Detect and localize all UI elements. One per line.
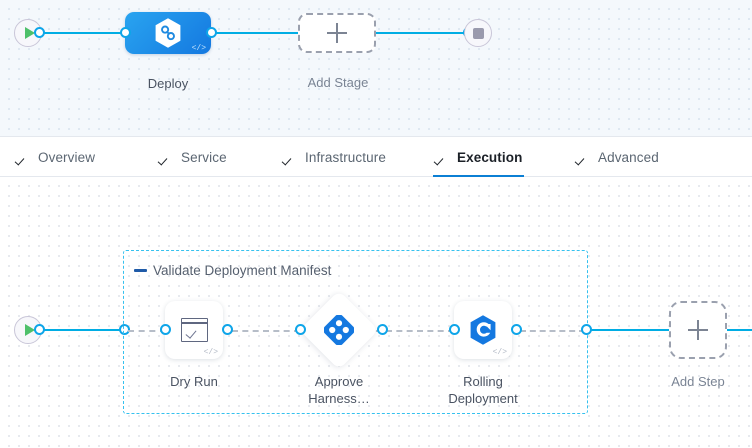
connector-addstage-to-end	[376, 32, 468, 34]
step-label-line-1: Rolling	[463, 374, 503, 389]
connector-dot	[120, 27, 131, 38]
tab-infrastructure[interactable]: Infrastructure	[281, 137, 388, 177]
connector-deploy-to-addstage	[212, 32, 300, 34]
step-label-line-2: Harness…	[308, 391, 370, 406]
step-node-approve-harness[interactable]	[299, 290, 379, 370]
connector-dashed	[170, 330, 300, 332]
connector-dot	[160, 324, 171, 335]
step-node-dry-run[interactable]: </>	[165, 301, 223, 359]
tab-label: Service	[181, 149, 227, 165]
connector-start-to-group	[34, 329, 130, 331]
code-badge-icon: </>	[191, 44, 206, 53]
stage-label-deploy: Deploy	[147, 76, 189, 91]
check-icon	[16, 151, 29, 164]
plus-icon	[688, 320, 708, 340]
approval-diamond-icon	[324, 315, 354, 345]
tab-label: Execution	[457, 149, 523, 165]
connector-dashed	[520, 330, 585, 332]
stage-tabs: Overview Service Infrastructure Executio…	[0, 136, 752, 178]
tab-label: Advanced	[598, 149, 659, 165]
step-label-rolling-deployment: Rolling Deployment	[413, 373, 553, 407]
execution-steps-canvas[interactable]: Validate Deployment Manifest </> Dry Run	[0, 177, 752, 448]
add-step-label: Add Step	[671, 374, 725, 389]
step-label-dry-run: Dry Run	[170, 374, 218, 389]
connector-dot	[222, 324, 233, 335]
check-icon	[435, 151, 448, 164]
add-step-button[interactable]	[669, 301, 727, 359]
connector-dot	[206, 27, 217, 38]
check-icon	[283, 151, 296, 164]
step-label-line-2: Deployment	[448, 391, 518, 406]
tab-execution[interactable]: Execution	[433, 137, 525, 178]
tab-overview[interactable]: Overview	[14, 137, 97, 177]
tab-service[interactable]: Service	[157, 137, 229, 177]
connector-dot	[295, 324, 306, 335]
step-group-header[interactable]: Validate Deployment Manifest	[134, 263, 331, 278]
connector-dot	[377, 324, 388, 335]
connector-dot	[511, 324, 522, 335]
step-node-rolling-deployment[interactable]: </>	[454, 301, 512, 359]
dry-run-check-icon	[180, 318, 208, 342]
connector-dot	[34, 27, 45, 38]
code-badge-icon: </>	[203, 348, 218, 357]
play-icon	[24, 324, 35, 336]
end-node[interactable]	[464, 19, 492, 47]
tab-label: Overview	[38, 149, 96, 165]
check-icon	[576, 151, 589, 164]
harness-hexagon-icon	[153, 17, 183, 49]
stage-node-deploy[interactable]: </>	[125, 12, 211, 54]
connector-dot	[581, 324, 592, 335]
add-stage-label: Add Stage	[307, 75, 369, 90]
plus-icon	[327, 23, 347, 43]
connector-dot	[449, 324, 460, 335]
rolling-deployment-icon	[468, 314, 498, 346]
tab-label: Infrastructure	[305, 149, 386, 165]
stages-canvas[interactable]: </> Deploy Add Stage	[0, 0, 752, 136]
check-icon	[159, 151, 172, 164]
minus-icon[interactable]	[134, 269, 147, 272]
tab-advanced[interactable]: Advanced	[574, 137, 661, 177]
code-badge-icon: </>	[492, 348, 507, 357]
step-group-title: Validate Deployment Manifest	[153, 263, 332, 278]
connector-dot	[119, 324, 130, 335]
step-label-approve-harness: Approve Harness…	[269, 373, 409, 407]
add-stage-button[interactable]	[298, 13, 376, 53]
stop-icon	[472, 27, 484, 39]
connector-start-to-deploy	[34, 32, 126, 34]
connector-dashed	[128, 330, 166, 332]
step-label-line-1: Approve	[314, 374, 364, 389]
connector-dot	[34, 324, 45, 335]
play-icon	[24, 27, 35, 39]
tab-active-underline	[433, 175, 525, 178]
